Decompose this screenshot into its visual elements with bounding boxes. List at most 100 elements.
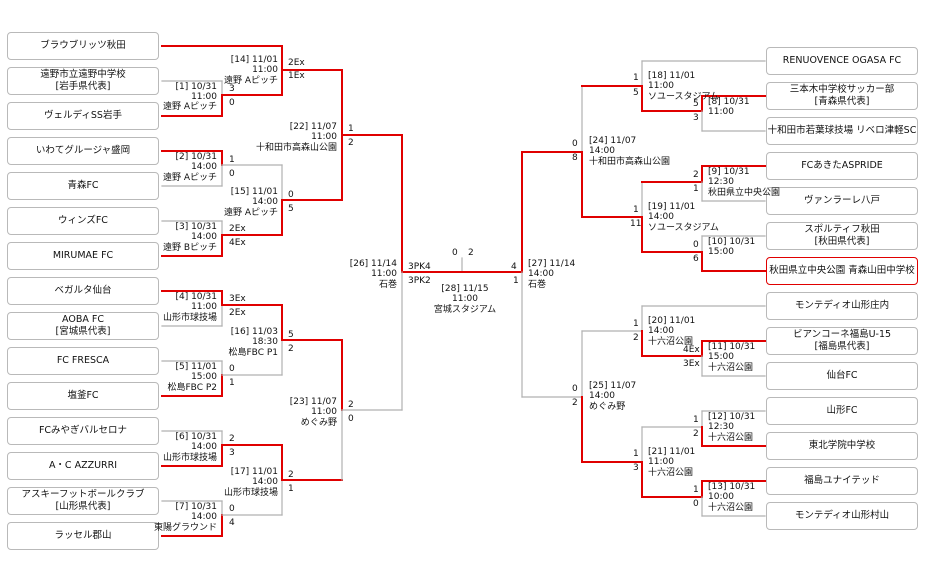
match-time: 11:00: [371, 269, 397, 279]
match-time: 15:00: [708, 247, 734, 257]
team-box: RENUOVENCE OGASA FC: [766, 47, 918, 75]
team-name: ベガルタ仙台: [54, 285, 112, 296]
score: 2: [348, 138, 354, 148]
score: 0: [693, 240, 699, 250]
team-name: MIRUMAE FC: [52, 250, 114, 261]
match-venue: 十和田市高森山公園: [255, 143, 337, 153]
match-venue: 十六沼公園: [708, 503, 754, 513]
score: 5: [288, 204, 294, 214]
match-time: 14:00: [252, 477, 278, 487]
match-number: [26] 11/14: [349, 259, 397, 269]
team-name: FCあきたASPRIDE: [801, 160, 883, 171]
match-number: [10] 10/31: [708, 237, 756, 247]
team-box: 仙台FC: [766, 362, 918, 390]
team-name: 十和田市若葉球技場 リベロ津軽SC: [767, 125, 917, 136]
team-name: モンテディオ山形村山: [794, 510, 890, 521]
match-time: 11:00: [708, 107, 734, 117]
team-name: ラッセル郡山: [54, 530, 112, 541]
team-name: スポルティフ秋田: [804, 224, 880, 235]
team-box: いわてグルージャ盛岡: [7, 137, 159, 165]
match-number: [4] 10/31: [175, 292, 217, 302]
score: 6: [693, 254, 699, 264]
team-box: スポルティフ秋田[秋田県代表]: [766, 222, 918, 250]
team-name: 三本木中学校サッカー部: [789, 84, 895, 95]
team-name: 塩釜FC: [67, 390, 99, 401]
match-venue: 遠野 Aピッチ: [223, 208, 278, 218]
match-venue: 石巻: [528, 280, 547, 290]
match-time: 14:00: [648, 326, 674, 336]
score: 2Ex: [229, 308, 246, 318]
score: 2: [348, 400, 354, 410]
score: 3: [693, 113, 699, 123]
match-number: [14] 11/01: [230, 55, 278, 65]
match-number: [13] 10/31: [708, 482, 756, 492]
team-box: ヴェルディSS岩手: [7, 102, 159, 130]
score: 2: [288, 470, 294, 480]
score: 3: [229, 84, 235, 94]
team-name: モンテディオ山形庄内: [794, 300, 890, 311]
score: 2Ex: [288, 58, 305, 68]
match-number: [20] 11/01: [648, 316, 696, 326]
match-time: 12:30: [708, 177, 734, 187]
match-venue: 十六沼公園: [708, 433, 754, 443]
team-box: 山形FC: [766, 397, 918, 425]
team-box: FCみやぎバルセロナ: [7, 417, 159, 445]
team-box: MIRUMAE FC: [7, 242, 159, 270]
team-name: ウィンズFC: [58, 215, 108, 226]
team-box-highlighted: 秋田県立中央公園 青森山田中学校: [766, 257, 918, 285]
score: 0: [348, 414, 354, 424]
match-number: [27] 11/14: [528, 259, 576, 269]
match-time: 14:00: [648, 212, 674, 222]
match-venue: 遠野 Bピッチ: [162, 243, 217, 253]
match-time: 14:00: [589, 146, 615, 156]
team-box: 三本木中学校サッカー部[青森県代表]: [766, 82, 918, 110]
score: 8: [572, 153, 578, 163]
team-name: A・C AZZURRI: [48, 460, 118, 471]
team-name: 青森FC: [67, 180, 99, 191]
match-number: [25] 11/07: [589, 381, 637, 391]
score: 4: [229, 518, 235, 528]
score: 0: [229, 169, 235, 179]
match-venue: めぐみ野: [300, 418, 337, 428]
score: 3Ex: [683, 359, 700, 369]
score: 1: [288, 484, 294, 494]
score: 1: [633, 205, 639, 215]
score: 1: [229, 155, 235, 165]
match-time: 14:00: [191, 512, 217, 522]
team-box: アスキーフットボールクラブ[山形県代表]: [7, 487, 159, 515]
score: 1: [513, 276, 519, 286]
match-time: 14:00: [191, 442, 217, 452]
match-venue: 松島FBC P1: [228, 348, 279, 358]
team-prefecture: [福島県代表]: [814, 341, 870, 352]
team-box: ラッセル郡山: [7, 522, 159, 550]
match-number: [18] 11/01: [648, 71, 696, 81]
match-number: [15] 11/01: [230, 187, 278, 197]
match-time: 12:30: [708, 422, 734, 432]
match-number: [2] 10/31: [175, 152, 217, 162]
team-name: 東北学院中学校: [808, 440, 876, 451]
team-name: 山形FC: [826, 405, 858, 416]
team-box: FC FRESCA: [7, 347, 159, 375]
team-name: 遠野市立遠野中学校: [40, 69, 126, 80]
team-name: アスキーフットボールクラブ: [21, 489, 145, 500]
match-number: [1] 10/31: [175, 82, 217, 92]
match-time: 14:00: [252, 197, 278, 207]
match-venue: 秋田県立中央公園: [708, 188, 781, 198]
score: 0: [452, 248, 458, 258]
match-venue: 山形市球技場: [223, 488, 278, 498]
match-time: 14:00: [589, 391, 615, 401]
match-time: 11:00: [311, 407, 337, 417]
score: 2Ex: [229, 224, 246, 234]
match-number: [19] 11/01: [648, 202, 696, 212]
match-venue: 東陽グラウンド: [153, 523, 217, 533]
score: 0: [288, 190, 294, 200]
team-name: ヴァンラーレ八戸: [803, 195, 880, 206]
match-venue: 十六沼公園: [708, 363, 754, 373]
match-number: [17] 11/01: [230, 467, 278, 477]
match-time: 14:00: [528, 269, 554, 279]
team-name: 仙台FC: [826, 370, 858, 381]
score: 2: [572, 398, 578, 408]
match-number: [3] 10/31: [175, 222, 217, 232]
team-box: 東北学院中学校: [766, 432, 918, 460]
score: 4Ex: [229, 238, 246, 248]
